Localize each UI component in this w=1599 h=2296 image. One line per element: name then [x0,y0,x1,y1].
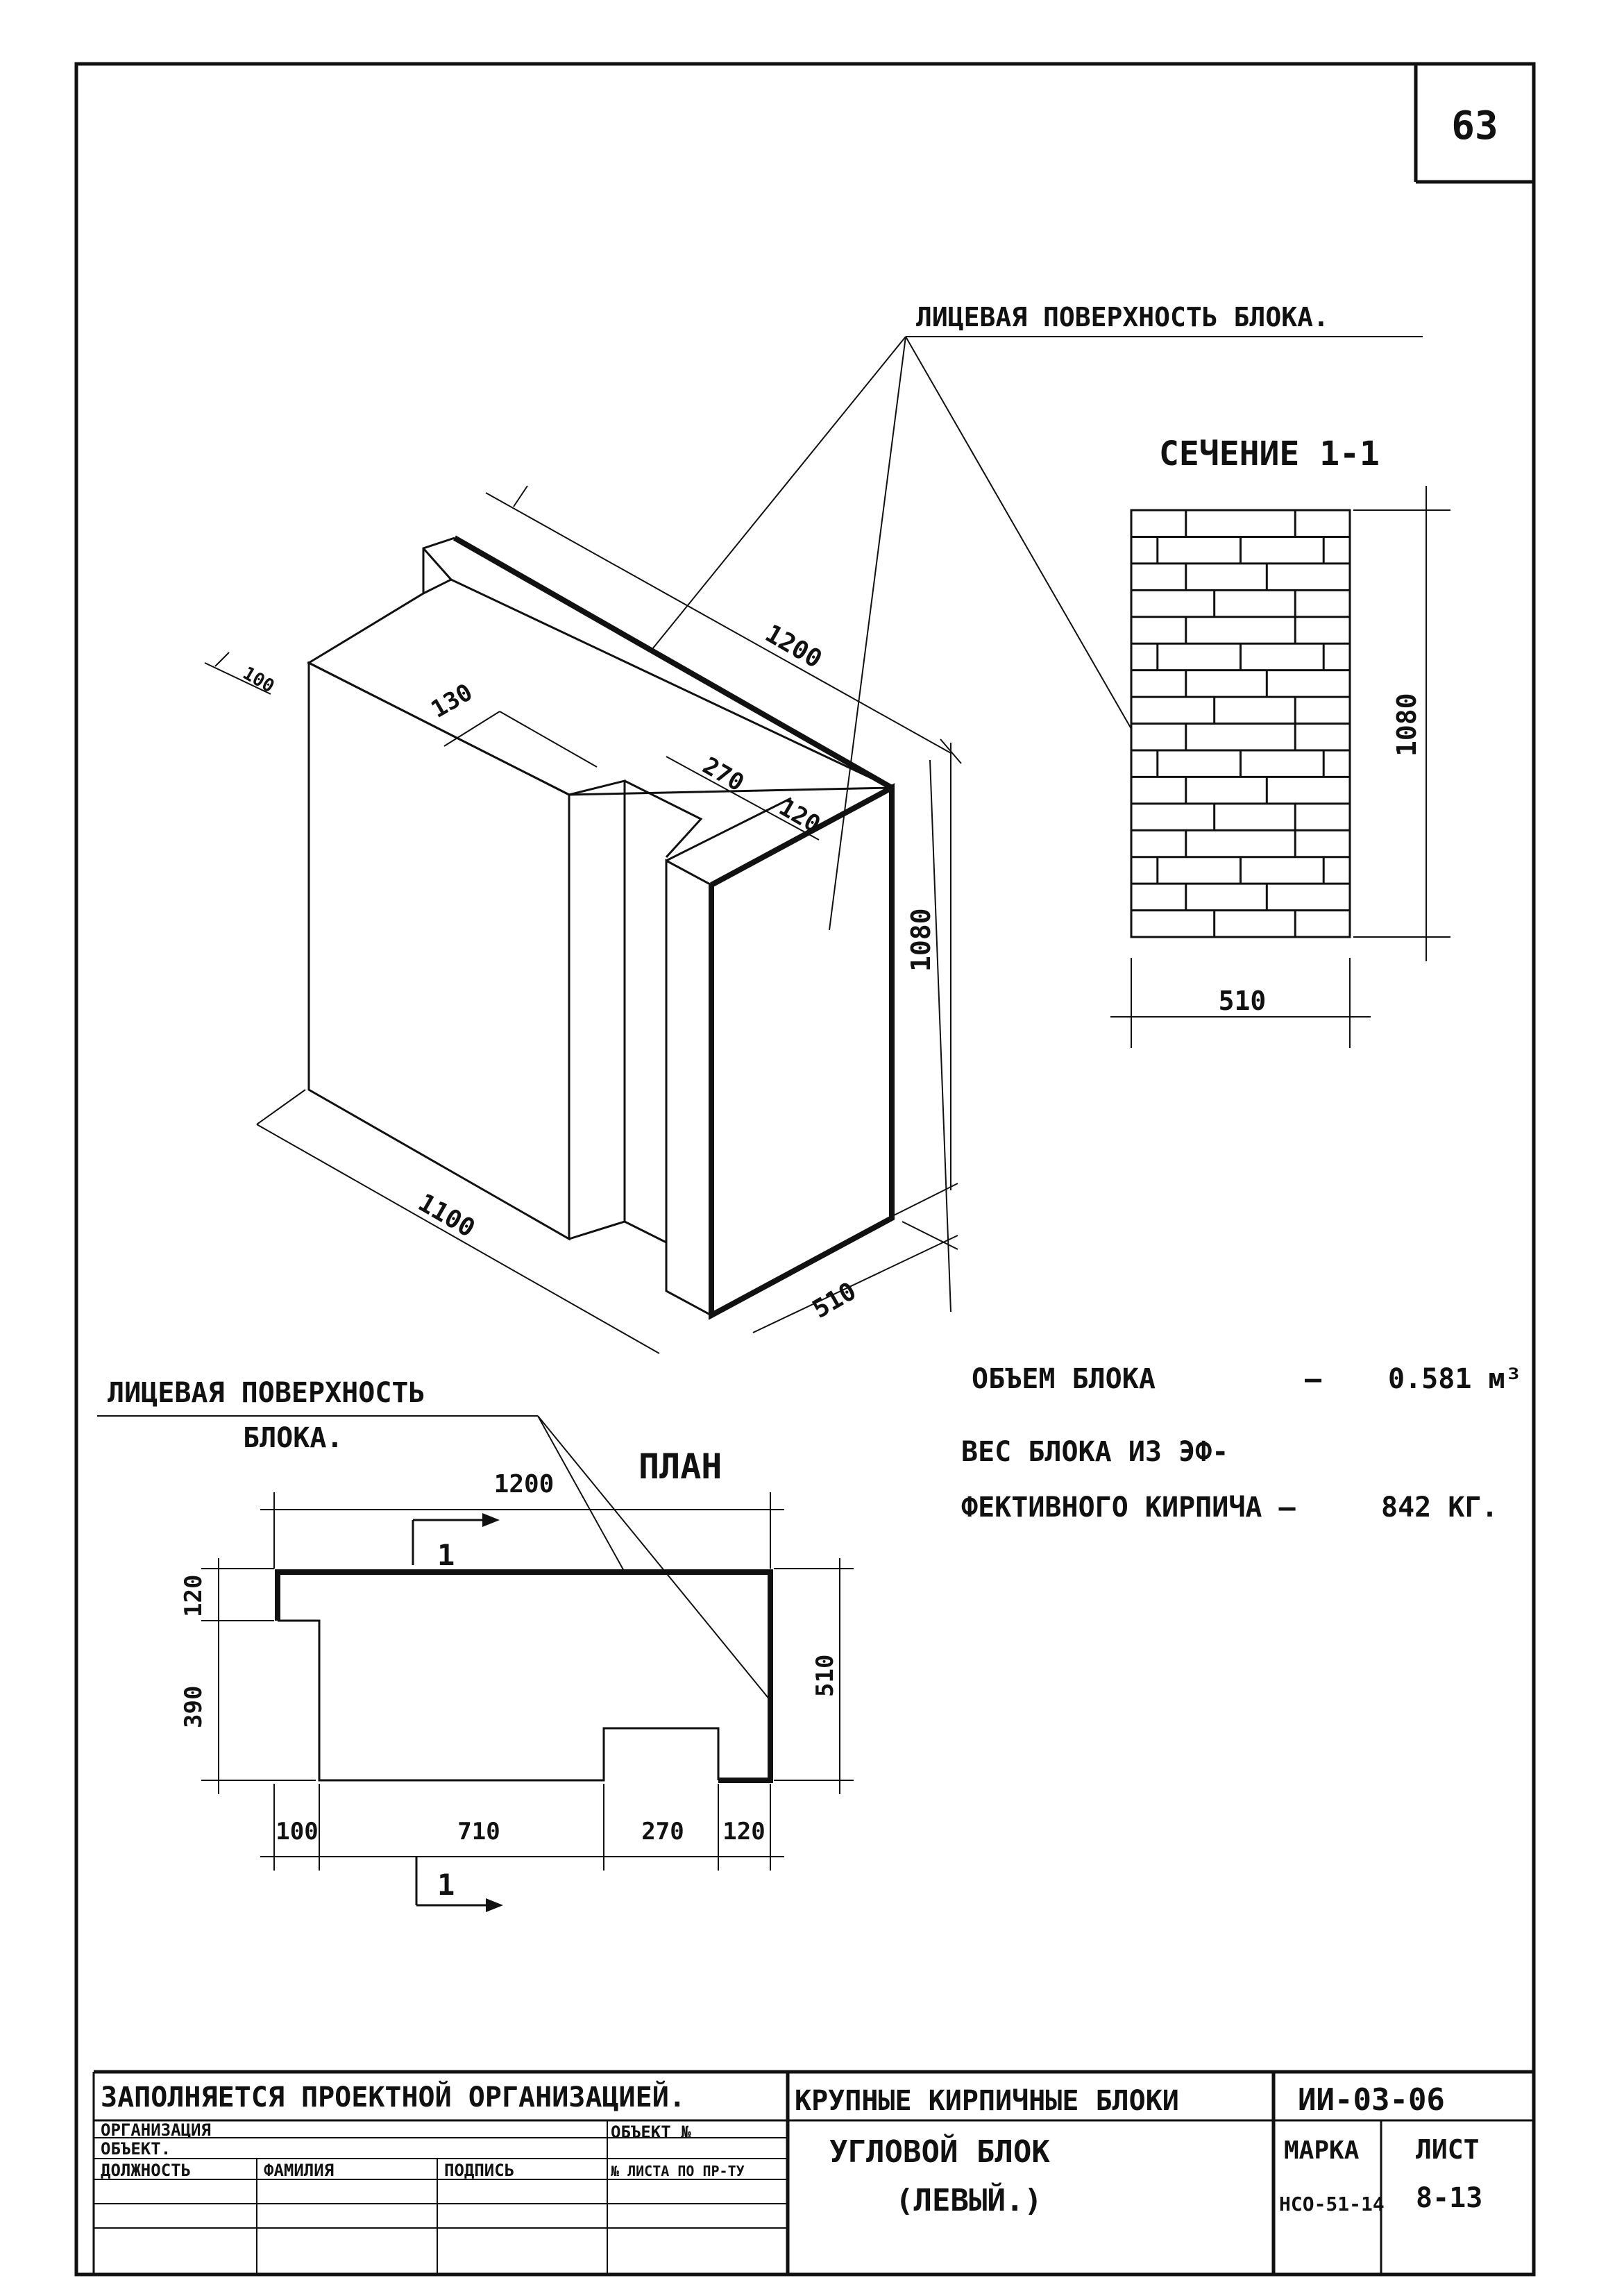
tb-signature: ПОДПИСЬ [444,2161,514,2180]
section-title: СЕЧЕНИЕ 1-1 [1159,434,1380,473]
iso-dim-1080: 1080 [906,908,936,972]
plan-dim-1200: 1200 [494,1470,555,1499]
isometric-block [306,535,895,1320]
section-brick-pattern [1130,509,1351,938]
plan-dim-120-left: 120 [180,1575,208,1617]
plan-dim-100: 100 [276,1818,318,1846]
plan-dim-270: 270 [641,1818,684,1846]
section-dim-510: 510 [1219,986,1267,1016]
spec-volume-value: 0.581 м³ [1388,1363,1522,1395]
tb-organization: ОРГАНИЗАЦИЯ [101,2120,211,2140]
tb-item-title-2: (ЛЕВЫЙ.) [895,2181,1042,2218]
tb-position: ДОЛЖНОСТЬ [101,2161,191,2180]
iso-dim-1200: 1200 [761,619,827,674]
section-dimensions [1110,486,1450,1048]
tb-series-title: КРУПНЫЕ КИРПИЧНЫЕ БЛОКИ [795,2085,1179,2117]
plan-section-mark-bottom-label: 1 [437,1868,455,1902]
tb-series-code: ИИ-03-06 [1298,2082,1445,2118]
spec-weight-value: 842 КГ. [1381,1492,1498,1523]
tb-mark-value: НСО-51-14 [1279,2193,1385,2215]
tb-item-title-1: УГЛОВОЙ БЛОК [829,2133,1050,2170]
iso-face-label: ЛИЦЕВАЯ ПОВЕРХНОСТЬ БЛОКА. [916,302,1329,332]
plan-outline [275,1569,773,1783]
plan-face-label-1: ЛИЦЕВАЯ ПОВЕРХНОСТЬ [108,1377,425,1409]
plan-dim-390: 390 [180,1686,208,1728]
plan-face-label-2: БЛОКА. [243,1422,344,1454]
iso-dim-510: 510 [808,1277,861,1324]
tb-sheet-no: № ЛИСТА ПО ПР-ТУ [610,2163,745,2179]
tb-object-no: ОБЪЕКТ № [611,2122,691,2142]
sheet-frame [74,62,1536,2277]
section-dim-1080: 1080 [1391,693,1422,757]
plan-dim-710: 710 [457,1818,500,1846]
spec-volume-label: ОБЪЕМ БЛОКА [972,1363,1156,1395]
plan-dimensions [201,1492,854,1871]
tb-mark-label: МАРКА [1284,2136,1360,2165]
plan-section-mark-top [412,1513,500,1565]
plan-face-leaders [537,1415,771,1701]
tb-surname: ФАМИЛИЯ [264,2161,334,2180]
iso-face-leaders [652,336,1132,931]
iso-dim-130: 130 [427,678,477,723]
plan-section-mark-bottom [415,1857,503,1912]
plan-section-mark-top-label: 1 [437,1538,455,1572]
spec-weight-label-2: ФЕКТИВНОГО КИРПИЧА – [961,1492,1296,1523]
iso-dim-1100: 1100 [414,1188,480,1243]
tb-sheet-label: ЛИСТ [1416,2134,1480,2165]
plan-title: ПЛАН [638,1446,722,1487]
iso-dimensions [204,485,962,1354]
iso-dim-120: 120 [775,793,825,838]
tb-filled-by: ЗАПОЛНЯЕТСЯ ПРОЕКТНОЙ ОРГАНИЗАЦИЕЙ. [101,2080,686,2113]
spec-volume-dash: – [1305,1363,1322,1395]
tb-object: ОБЪЕКТ. [101,2139,171,2159]
spec-weight-label-1: ВЕС БЛОКА ИЗ ЭФ- [961,1436,1228,1468]
tb-sheet-value: 8-13 [1416,2182,1482,2214]
plan-dim-510: 510 [811,1655,839,1697]
sheet-number: 63 [1451,103,1498,149]
iso-dim-100: 100 [239,663,278,697]
plan-dim-120-right: 120 [722,1818,765,1846]
title-block [92,2070,1534,2274]
